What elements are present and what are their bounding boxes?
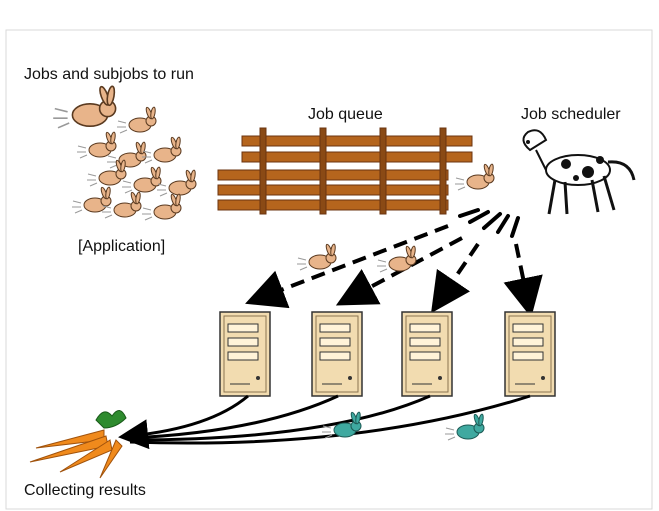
- application-label: [Application]: [78, 238, 166, 255]
- jobs-label: Jobs and subjobs to run: [24, 66, 194, 83]
- dalmatian-dog-icon: [522, 129, 636, 215]
- server-tower-icon: [401, 311, 453, 397]
- job-queue-label: Job queue: [308, 106, 383, 123]
- collecting-results-label: Collecting results: [24, 482, 146, 499]
- rabbit-icon: [121, 166, 162, 194]
- server-tower-icon: [311, 311, 363, 397]
- rabbit-icon: [141, 193, 182, 221]
- rabbit-icon: [76, 131, 117, 159]
- rabbit-icon: [296, 243, 337, 271]
- page-border: [5, 29, 653, 510]
- rabbit-icon: [156, 169, 197, 197]
- rabbit-icon: [86, 159, 127, 187]
- server-tower-icon: [219, 311, 271, 397]
- server-tower-icon: [504, 311, 556, 397]
- dispatch-dashes: [458, 208, 520, 238]
- fence-icon: [217, 127, 495, 215]
- rabbit-icon: [141, 136, 182, 164]
- rabbit-icon: [71, 186, 112, 214]
- rabbit-icon: [52, 84, 117, 129]
- job-scheduler-label: Job scheduler: [521, 106, 621, 123]
- carrot-bunch-icon: [29, 410, 127, 479]
- rabbit-icon: [116, 106, 157, 134]
- dispatch-arrows: [245, 224, 543, 318]
- job-rabbits-cluster: [52, 84, 197, 221]
